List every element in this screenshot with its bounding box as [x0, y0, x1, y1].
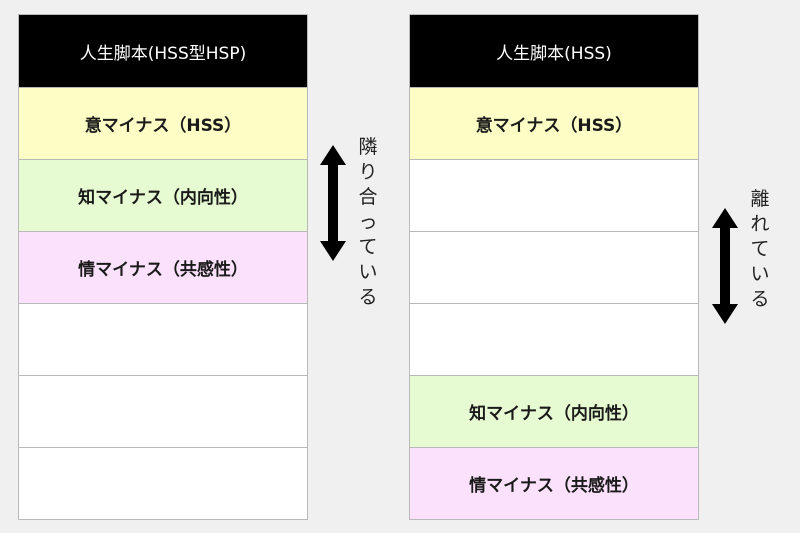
arrow-label-char: い [358, 261, 378, 283]
table-header: 人生脚本(HSS) [410, 15, 698, 87]
table-cell-empty [19, 447, 307, 519]
table-cell-will-minus: 意マイナス（HSS） [19, 87, 307, 159]
arrow-label-apart: 離れている [748, 190, 772, 315]
double-arrow-vertical-icon [320, 145, 346, 261]
table-cell-empty [19, 303, 307, 375]
table-hss: 人生脚本(HSS) 意マイナス（HSS） 知マイナス（内向性） 情マイナス（共感… [409, 14, 699, 520]
arrow-label-char: て [358, 236, 378, 258]
arrow-label-char: い [750, 263, 770, 285]
arrow-label-char: れ [750, 213, 770, 235]
table-cell-intellect-minus: 知マイナス（内向性） [410, 375, 698, 447]
table-cell-intellect-minus: 知マイナス（内向性） [19, 159, 307, 231]
arrow-label-char: 合 [358, 186, 378, 208]
table-cell-empty [19, 375, 307, 447]
table-hss-hsp: 人生脚本(HSS型HSP) 意マイナス（HSS） 知マイナス（内向性） 情マイナ… [18, 14, 308, 520]
arrow-label-adjacent: 隣り合っている [356, 138, 380, 313]
table-cell-empty [410, 159, 698, 231]
double-arrow-vertical-icon [712, 208, 738, 324]
arrow-label-char: 隣 [358, 136, 378, 158]
arrow-label-char: り [358, 161, 378, 183]
table-cell-emotion-minus: 情マイナス（共感性） [410, 447, 698, 519]
arrow-label-char: 離 [750, 188, 770, 210]
arrow-label-char: る [750, 288, 770, 310]
arrow-label-char: て [750, 238, 770, 260]
arrow-label-char: っ [358, 211, 378, 233]
table-cell-emotion-minus: 情マイナス（共感性） [19, 231, 307, 303]
table-header: 人生脚本(HSS型HSP) [19, 15, 307, 87]
table-cell-empty [410, 303, 698, 375]
table-cell-empty [410, 231, 698, 303]
arrow-label-char: る [358, 286, 378, 308]
table-cell-will-minus: 意マイナス（HSS） [410, 87, 698, 159]
